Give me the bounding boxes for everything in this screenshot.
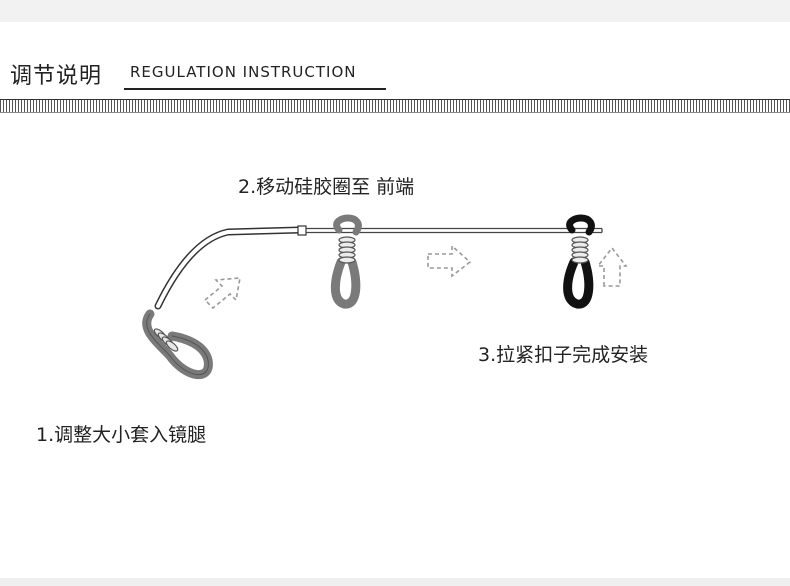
silicone-loop-2 xyxy=(330,214,362,309)
silicone-loop-3 xyxy=(563,214,595,309)
step-3-label: 3.拉紧扣子完成安装 xyxy=(478,344,649,366)
dashed-arrow-up-icon xyxy=(596,246,628,287)
step-2-label: 2.移动硅胶圈至 前端 xyxy=(238,176,415,198)
hatch-border-top xyxy=(0,99,790,100)
step-1-label: 1.调整大小套入镜腿 xyxy=(36,424,207,446)
hatch-border-bottom xyxy=(0,112,790,113)
temple-rod xyxy=(154,225,603,310)
top-band xyxy=(0,0,790,22)
dashed-arrow-right-icon xyxy=(427,244,472,278)
bottom-band xyxy=(0,578,790,586)
title-underline xyxy=(124,88,386,90)
silicone-loop-1 xyxy=(142,309,213,380)
section-title-en: REGULATION INSTRUCTION xyxy=(130,63,357,81)
hatch-divider xyxy=(0,100,790,112)
section-title-cn: 调节说明 xyxy=(10,64,103,89)
dashed-arrow-up-right-icon xyxy=(203,277,241,310)
